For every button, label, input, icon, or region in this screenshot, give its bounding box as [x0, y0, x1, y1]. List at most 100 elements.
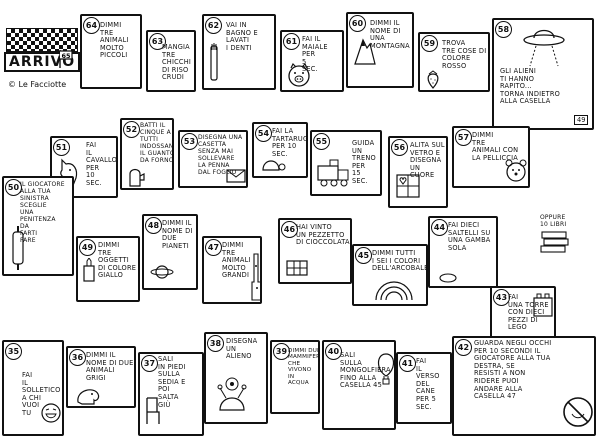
square-text: Dimmi il nome di una montagna — [370, 19, 410, 50]
planet-icon — [150, 265, 174, 279]
giraffe-icon — [251, 253, 260, 301]
square-text: Fai la tartaruga per 10 sec. — [272, 127, 308, 158]
square-53[interactable]: 53 Disegna una casetta senza mai solleva… — [178, 130, 248, 188]
square-text: Dimmi tre oggetti di colore giallo — [98, 241, 137, 280]
square-number: 55 — [313, 133, 330, 150]
square-61[interactable]: 61 Fai il maiale per 5 sec. — [280, 30, 344, 92]
finish-flag-number: 65 — [62, 52, 72, 60]
strawberry-icon — [427, 70, 439, 89]
finish-area: ARRIVO 65 — [4, 28, 81, 76]
square-number: 50 — [5, 179, 22, 196]
square-39[interactable]: 39 Dimmi due mammiferi che vivono in acq… — [270, 340, 320, 414]
rolling-pin-icon — [12, 226, 24, 270]
square-43[interactable]: 43 Fai una torre con dieci pezzi di lego — [490, 286, 556, 344]
train-icon — [317, 159, 349, 187]
square-64[interactable]: 64 Dimmi tre animali molto piccoli — [80, 14, 142, 89]
square-text: Sali in piedi sulla sedia e poi salta gi… — [158, 355, 186, 409]
square-44[interactable]: 44 Fai dieci saltelli su una gamba sola — [428, 216, 498, 288]
square-62[interactable]: 62 Vai in bagno e lavati i denti — [202, 14, 276, 90]
footprint-icon — [439, 273, 457, 283]
square-number: 56 — [391, 139, 408, 156]
laughing-face-icon — [41, 403, 61, 423]
square-49[interactable]: 49 Dimmi tre oggetti di colore giallo — [76, 236, 140, 302]
square-text: Dimmi due mammiferi che vivono in acqua — [288, 348, 320, 387]
square-text: Gli alieni ti hanno rapito... torna indi… — [500, 67, 561, 106]
square-number: 57 — [455, 129, 472, 146]
square-52[interactable]: 52 Batti il cinque a tutti indossando il… — [120, 118, 174, 190]
square-number: 52 — [123, 121, 140, 138]
square-60[interactable]: 60 Dimmi il nome di una montagna — [346, 12, 414, 88]
square-35[interactable]: 35 Fai il solletico a chi vuoi tu — [2, 340, 64, 436]
square-text: Fai una torre con dieci pezzi di lego — [508, 293, 549, 332]
square-48[interactable]: 48 Dimmi il nome di due pianeti — [142, 214, 198, 290]
toothbrush-icon — [210, 43, 218, 81]
square-38[interactable]: 38 Disegna un alieno — [204, 332, 268, 424]
square-45[interactable]: 45 Dimmi tutti i sei i colori dell'arcob… — [352, 244, 428, 306]
square-46[interactable]: 46 Hai vinto un pezzetto di cioccolata — [278, 218, 352, 284]
square-number: 59 — [421, 35, 438, 52]
square-number: 43 — [493, 289, 510, 306]
ufo-icon — [523, 29, 565, 67]
square-59[interactable]: 59 Trova tre cose di colore rosso — [418, 32, 490, 92]
square-number: 54 — [255, 125, 272, 142]
credit-text: © Le Facciotte — [8, 80, 67, 89]
alien-icon — [217, 377, 247, 411]
square-56[interactable]: 56 Alita sul vetro e disegna un cuore — [388, 136, 448, 208]
books-alternative: oppure 10 libri — [536, 214, 596, 274]
square-text: Batti il cinque a tutti indossando il gu… — [140, 122, 174, 164]
square-41[interactable]: 41 Fai il verso del cane per 5 sec. — [396, 352, 452, 424]
square-47[interactable]: 47 Dimmi tre animali molto grandi — [202, 236, 262, 304]
elephant-icon — [77, 389, 100, 405]
square-text: Dimmi tre animali con la pelliccia — [472, 131, 519, 162]
square-text: Vai in bagno e lavati i denti — [226, 21, 258, 52]
square-text: Disegna un alieno — [226, 337, 258, 361]
finish-number-flag-icon: 65 — [59, 50, 73, 68]
square-number: 46 — [281, 221, 298, 238]
square-number: 36 — [69, 349, 86, 366]
square-37[interactable]: 37 Sali in piedi sulla sedia e poi salta… — [138, 352, 204, 436]
square-55[interactable]: 55 Guida un treno per 15 sec. — [310, 130, 382, 196]
square-text: Fai il verso del cane per 5 sec. — [416, 357, 440, 411]
square-42[interactable]: 42 Guarda negli occhi per 10 secondi il … — [452, 336, 596, 436]
square-number: 49 — [79, 239, 96, 256]
turtle-icon — [262, 160, 286, 171]
square-54[interactable]: 54 Fai la tartaruga per 10 sec. — [252, 122, 308, 178]
square-text: Guida un treno per 15 sec. — [352, 139, 376, 185]
square-number: 64 — [83, 17, 100, 34]
chair-icon — [146, 397, 160, 424]
square-text: Dimmi tre animali molto grandi — [222, 241, 251, 280]
square-text: Fai dieci saltelli su una gamba sola — [448, 221, 491, 252]
no-laughing-icon — [563, 397, 593, 427]
square-text: Sali sulla mongolfiera fino alla casella… — [340, 351, 391, 390]
square-number: 47 — [205, 239, 222, 256]
square-number: 40 — [325, 343, 342, 360]
hot-air-balloon-icon — [377, 353, 394, 385]
square-50[interactable]: 50 Il giocatore alla tua sinistra scegli… — [2, 176, 74, 276]
target-square-badge: 49 — [574, 115, 589, 125]
square-text: Dimmi il nome di due pianeti — [162, 219, 193, 250]
square-63[interactable]: 63 Mangia tre chicchi di riso crudi — [146, 30, 196, 92]
pig-icon — [288, 62, 310, 87]
square-number: 61 — [283, 33, 300, 50]
square-number: 51 — [53, 139, 70, 156]
square-number: 63 — [149, 33, 166, 50]
chocolate-icon — [286, 260, 308, 276]
square-36[interactable]: 36 Dimmi il nome di due animali grigi — [66, 346, 136, 408]
square-text: Disegna una casetta senza mai sollevare … — [198, 134, 243, 176]
square-number: 58 — [495, 21, 512, 38]
square-number: 41 — [399, 355, 416, 372]
checkered-flag-icon — [6, 28, 78, 52]
square-text: Alita sul vetro e disegna un cuore — [410, 141, 445, 180]
lego-brick-icon — [533, 293, 553, 317]
square-text: Il giocatore alla tua sinistra sceglie u… — [20, 181, 65, 244]
square-57[interactable]: 57 Dimmi tre animali con la pelliccia — [452, 126, 530, 188]
books-stack-icon — [540, 231, 569, 253]
square-58[interactable]: 58 Gli alieni ti hanno rapito... torna i… — [492, 18, 594, 130]
square-40[interactable]: 40 Sali sulla mongolfiera fino alla case… — [322, 340, 396, 430]
square-text: Mangia tre chicchi di riso crudi — [162, 43, 192, 82]
square-text: Guarda negli occhi per 10 secondi il gio… — [474, 339, 552, 401]
window-heart-icon — [396, 174, 420, 198]
square-number: 60 — [349, 15, 366, 32]
square-text: Hai vinto un pezzetto di cioccolata — [296, 223, 350, 247]
